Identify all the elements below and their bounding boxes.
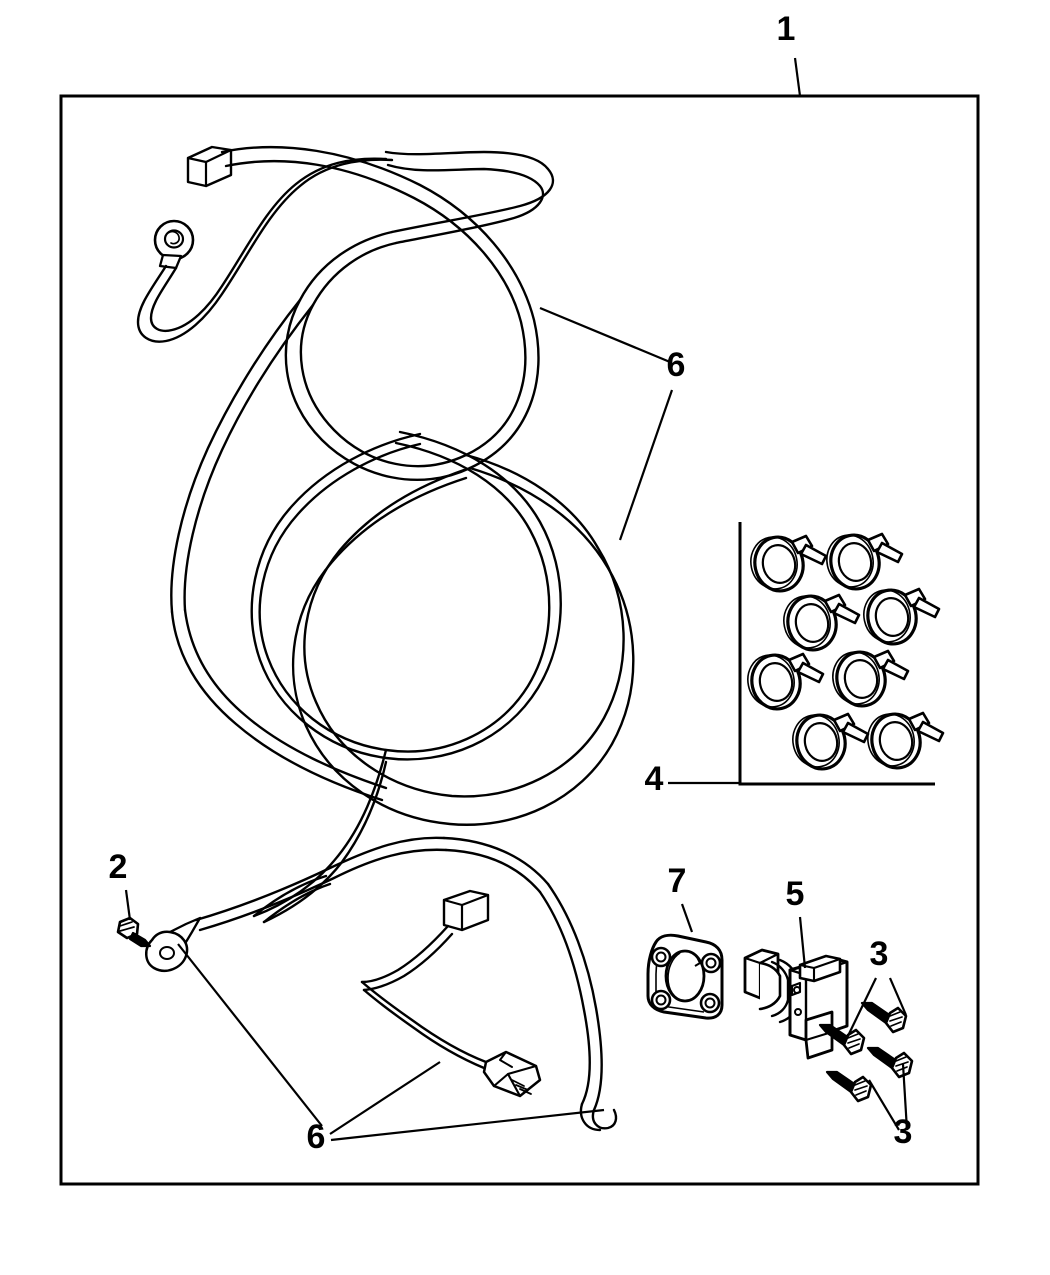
kit-border-box <box>59 94 980 1186</box>
callout-3-lower-label: 3 <box>894 1113 913 1151</box>
callout-5-group: 5 <box>786 875 807 969</box>
callout-3-upper-group: 3 <box>845 935 908 1041</box>
ring-terminal-upper <box>153 219 195 270</box>
wiring-harness-lower <box>145 836 618 1132</box>
hose-clamp <box>832 649 910 708</box>
callout-5-leader <box>798 916 807 969</box>
hose-clamp <box>750 534 828 593</box>
callout-1-label: 1 <box>777 10 796 48</box>
callout-7-group: 7 <box>668 862 694 933</box>
screw <box>860 1001 908 1034</box>
callout-6-lower-leader-c <box>177 943 323 1127</box>
callout-2-label: 2 <box>109 848 128 886</box>
callout-5-label: 5 <box>786 875 805 913</box>
hose-clamp <box>867 711 945 770</box>
callout-6-upper-label: 6 <box>667 346 686 384</box>
callout-3-lower-leader-a <box>868 1079 900 1131</box>
callout-1-leader <box>793 57 802 97</box>
callout-7-leader <box>680 903 694 933</box>
callout-3-lower-leader-b <box>901 1063 909 1131</box>
inline-connector-block-lower <box>442 889 490 932</box>
callout-6-lower-leader-a <box>329 1061 441 1135</box>
callout-4-label: 4 <box>645 760 664 798</box>
callout-3-upper-leader-b <box>888 977 908 1016</box>
callout-6-upper-leader-a <box>539 306 671 364</box>
callout-6-lower-label: 6 <box>307 1118 326 1156</box>
multi-pin-plug <box>482 1050 542 1098</box>
callout-3-lower-group: 3 <box>868 1063 913 1151</box>
hose-clamp <box>826 532 904 591</box>
gasket <box>646 933 724 1020</box>
callout-6-lower-group: 6 <box>177 943 605 1156</box>
wiring-harness-upper <box>136 145 635 924</box>
screw <box>825 1070 873 1103</box>
callout-6-upper-group: 6 <box>539 306 686 541</box>
callout-6-lower-leader-b <box>330 1108 605 1142</box>
connector-housing <box>743 948 849 1060</box>
callout-7-label: 7 <box>668 862 687 900</box>
ring-terminal-lower <box>145 916 202 973</box>
callout-6-upper-leader-b <box>618 389 674 541</box>
hose-clamp <box>863 587 941 646</box>
callout-4-group: 4 <box>645 760 740 798</box>
hose-clamp-set <box>738 522 945 786</box>
hose-clamp <box>747 652 825 711</box>
callout-3-upper-leader-a <box>845 977 877 1041</box>
callout-2-leader <box>124 889 132 921</box>
hose-clamp <box>783 593 861 652</box>
callout-2-group: 2 <box>109 848 132 921</box>
hose-clamp <box>792 712 870 771</box>
callout-3-upper-label: 3 <box>870 935 889 973</box>
